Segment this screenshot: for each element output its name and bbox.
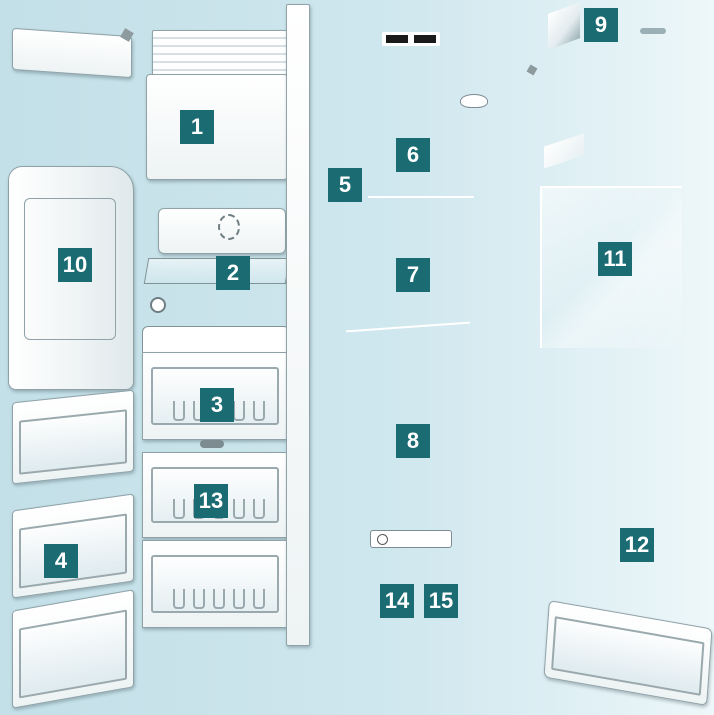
- center-divider: [286, 4, 310, 646]
- label-6: 6: [396, 138, 430, 172]
- freezer-shelf-top: [142, 326, 290, 354]
- label-2: 2: [216, 256, 250, 290]
- freezer-drawer-3: [142, 540, 288, 628]
- label-4: 4: [44, 544, 78, 578]
- label-9: 9: [584, 8, 618, 42]
- label-3: 3: [200, 388, 234, 422]
- filter-cap: [640, 28, 666, 34]
- label-11: 11: [598, 242, 632, 276]
- ice-maker-body: [146, 74, 288, 180]
- ice-maker-top: [152, 30, 288, 76]
- label-5: 5: [328, 168, 362, 202]
- door-rack-small: [12, 28, 132, 78]
- label-14: 14: [380, 584, 414, 618]
- label-10: 10: [58, 248, 92, 282]
- label-7: 7: [396, 258, 430, 292]
- knob: [150, 297, 166, 313]
- ice-bin-drop-icon: [218, 214, 240, 240]
- ceiling-lamp: [460, 94, 488, 108]
- label-1: 1: [180, 110, 214, 144]
- drawer-handle: [200, 440, 224, 448]
- label-15: 15: [424, 584, 458, 618]
- fridge-shelf-1: [368, 196, 474, 198]
- label-12: 12: [620, 528, 654, 562]
- label-13: 13: [194, 484, 228, 518]
- control-display: [382, 32, 440, 46]
- label-8: 8: [396, 424, 430, 458]
- door-bin-1: [12, 390, 134, 485]
- control-bar: [370, 530, 452, 548]
